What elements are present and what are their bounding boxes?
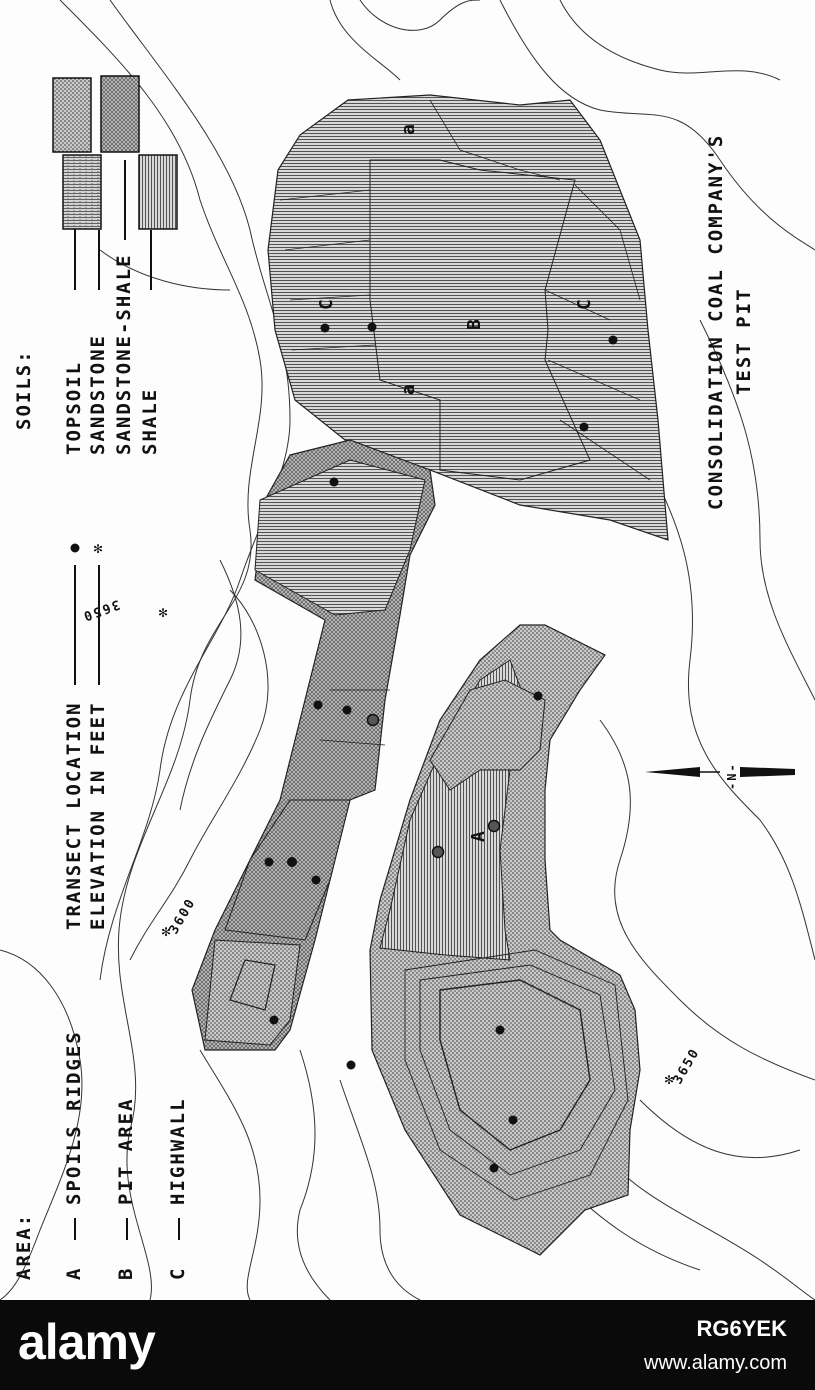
spoils-ridges-area <box>369 624 641 1256</box>
sandstone-shale-swatch <box>100 75 140 153</box>
region-label-B: B <box>464 317 485 330</box>
region-label-C-right: C <box>574 297 595 310</box>
watermark-url: www.alamy.com <box>644 1352 787 1374</box>
contour-lines <box>0 0 815 1300</box>
transect-marker <box>269 1015 279 1025</box>
area-legend-label-C: HIGHWALL <box>167 1097 189 1205</box>
elevation-marker: ✻ <box>161 925 171 939</box>
elevation-legend-symbol: ✻ <box>93 542 103 556</box>
soils-legend-sandstone: SANDSTONE <box>87 334 109 455</box>
transect-marker <box>533 691 543 701</box>
elevation-legend-label: ELEVATION IN FEET <box>87 702 109 930</box>
area-legend: AREA: A B C SPOILS RIDGES PIT AREA HIGHW… <box>13 1030 189 1280</box>
transect-legend-label: TRANSECT LOCATION <box>63 702 85 930</box>
elevation-label-3650-left: 3650 <box>80 596 122 624</box>
map-area: ✻ ✻ ✻ 3650 3600 3650 a a C C B A -N- <box>0 0 815 1300</box>
transect-marker <box>495 1025 505 1035</box>
region-label-a-lower: a <box>398 382 419 395</box>
map-title-line1: CONSOLIDATION COAL COMPANY'S <box>705 134 727 510</box>
area-legend-label-B: PIT AREA <box>115 1097 137 1205</box>
topsoil-swatch <box>52 77 92 153</box>
region-label-a-upper: a <box>398 122 419 135</box>
area-legend-key-C: C <box>167 1267 189 1280</box>
map-title: CONSOLIDATION COAL COMPANY'S TEST PIT <box>705 134 755 510</box>
soils-legend: SOILS: TOPSOIL SANDSTONE SANDSTONE-SHALE… <box>13 75 178 455</box>
region-label-A: A <box>468 829 489 842</box>
transect-marker <box>508 1115 518 1125</box>
transect-markers <box>264 322 618 1173</box>
transect-marker <box>487 819 501 833</box>
soils-legend-sandstone-shale: SANDSTONE-SHALE <box>113 253 135 455</box>
area-legend-label-A: SPOILS RIDGES <box>63 1030 85 1205</box>
transect-marker <box>287 857 297 867</box>
elevation-markers: ✻ ✻ ✻ <box>158 606 674 1087</box>
north-arrow-icon: -N- <box>645 762 795 790</box>
transect-marker <box>313 700 323 710</box>
transect-marker <box>489 1163 499 1173</box>
watermark-image-id: RG6YEK <box>696 1316 787 1341</box>
sandstone-swatch <box>62 154 102 230</box>
transect-marker <box>264 857 274 867</box>
area-legend-key-B: B <box>115 1267 137 1280</box>
watermark-bar: alamy RG6YEK www.alamy.com <box>0 1300 815 1390</box>
north-label: -N- <box>725 762 739 790</box>
map-title-line2: TEST PIT <box>733 287 755 395</box>
symbol-legend: TRANSECT LOCATION ELEVATION IN FEET ✻ <box>63 542 109 930</box>
transect-marker <box>579 422 589 432</box>
region-label-C-left: C <box>316 297 337 310</box>
transect-marker <box>608 335 618 345</box>
transect-marker <box>329 477 339 487</box>
elevation-marker: ✻ <box>664 1073 674 1087</box>
transect-marker <box>320 323 330 333</box>
shale-swatch <box>138 154 178 230</box>
soils-legend-heading: SOILS: <box>13 349 35 430</box>
transect-marker <box>311 875 321 885</box>
area-legend-key-A: A <box>63 1267 85 1280</box>
elevation-marker: ✻ <box>158 606 168 620</box>
site-map: ✻ ✻ ✻ 3650 3600 3650 a a C C B A -N- <box>0 0 815 1300</box>
transect-marker <box>346 1060 356 1070</box>
transect-legend-symbol <box>70 543 80 553</box>
transect-marker <box>431 845 445 859</box>
soils-legend-shale: SHALE <box>139 388 161 455</box>
soils-legend-topsoil: TOPSOIL <box>63 361 85 455</box>
watermark-logo: alamy <box>18 1314 156 1370</box>
transect-marker <box>366 713 380 727</box>
elevation-label-3650-right: 3650 <box>670 1045 703 1087</box>
pit-area <box>267 94 669 541</box>
transect-marker <box>342 705 352 715</box>
elevation-label-3600: 3600 <box>166 895 199 937</box>
area-legend-heading: AREA: <box>13 1213 35 1280</box>
transect-marker <box>367 322 377 332</box>
